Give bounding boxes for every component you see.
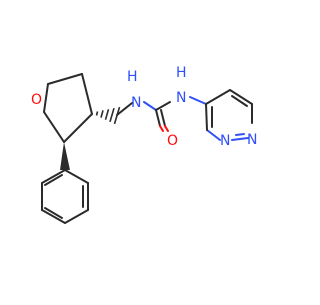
bond (206, 129, 221, 141)
bond (64, 169, 89, 184)
bond (164, 125, 169, 132)
bond (43, 111, 65, 143)
amide-h-left: H (127, 69, 138, 85)
bond (44, 174, 63, 186)
bond (41, 169, 66, 184)
tetrahydrofuran-ring (43, 73, 93, 143)
molecule-structure: O N H N H O N N (31, 65, 257, 224)
bond (231, 137, 249, 141)
bond (43, 83, 49, 113)
hashed-wedge-bond (95, 106, 121, 125)
bond (189, 96, 207, 105)
bond (155, 101, 171, 111)
amide-h-right: H (176, 65, 187, 81)
bond (143, 101, 157, 111)
bond (205, 89, 231, 105)
bond (64, 209, 89, 224)
bond (44, 207, 63, 219)
ring-oxygen-label: O (31, 92, 42, 108)
pyridazine-nitrogen-1: N (247, 132, 257, 148)
bond (63, 113, 93, 143)
urea-group (143, 96, 207, 132)
bond (41, 209, 66, 224)
structure-canvas: O N H N H O N N (31, 65, 257, 224)
bond (116, 102, 133, 116)
bond (205, 103, 208, 131)
phenyl-ring (41, 169, 89, 224)
solid-wedge-bond (60, 142, 70, 170)
pyridazine-ring (205, 89, 253, 141)
bond (159, 125, 164, 132)
carbonyl-oxygen-label: O (167, 133, 178, 149)
bond (160, 109, 166, 127)
bond (235, 133, 245, 136)
bond (81, 73, 93, 115)
amide-nitrogen-right: N (176, 90, 186, 106)
bond (231, 95, 248, 107)
amide-nitrogen-left: N (131, 95, 141, 111)
bond (47, 73, 83, 85)
bond (155, 109, 161, 127)
bond (229, 89, 253, 105)
pyridazine-nitrogen-2: N (220, 133, 230, 149)
